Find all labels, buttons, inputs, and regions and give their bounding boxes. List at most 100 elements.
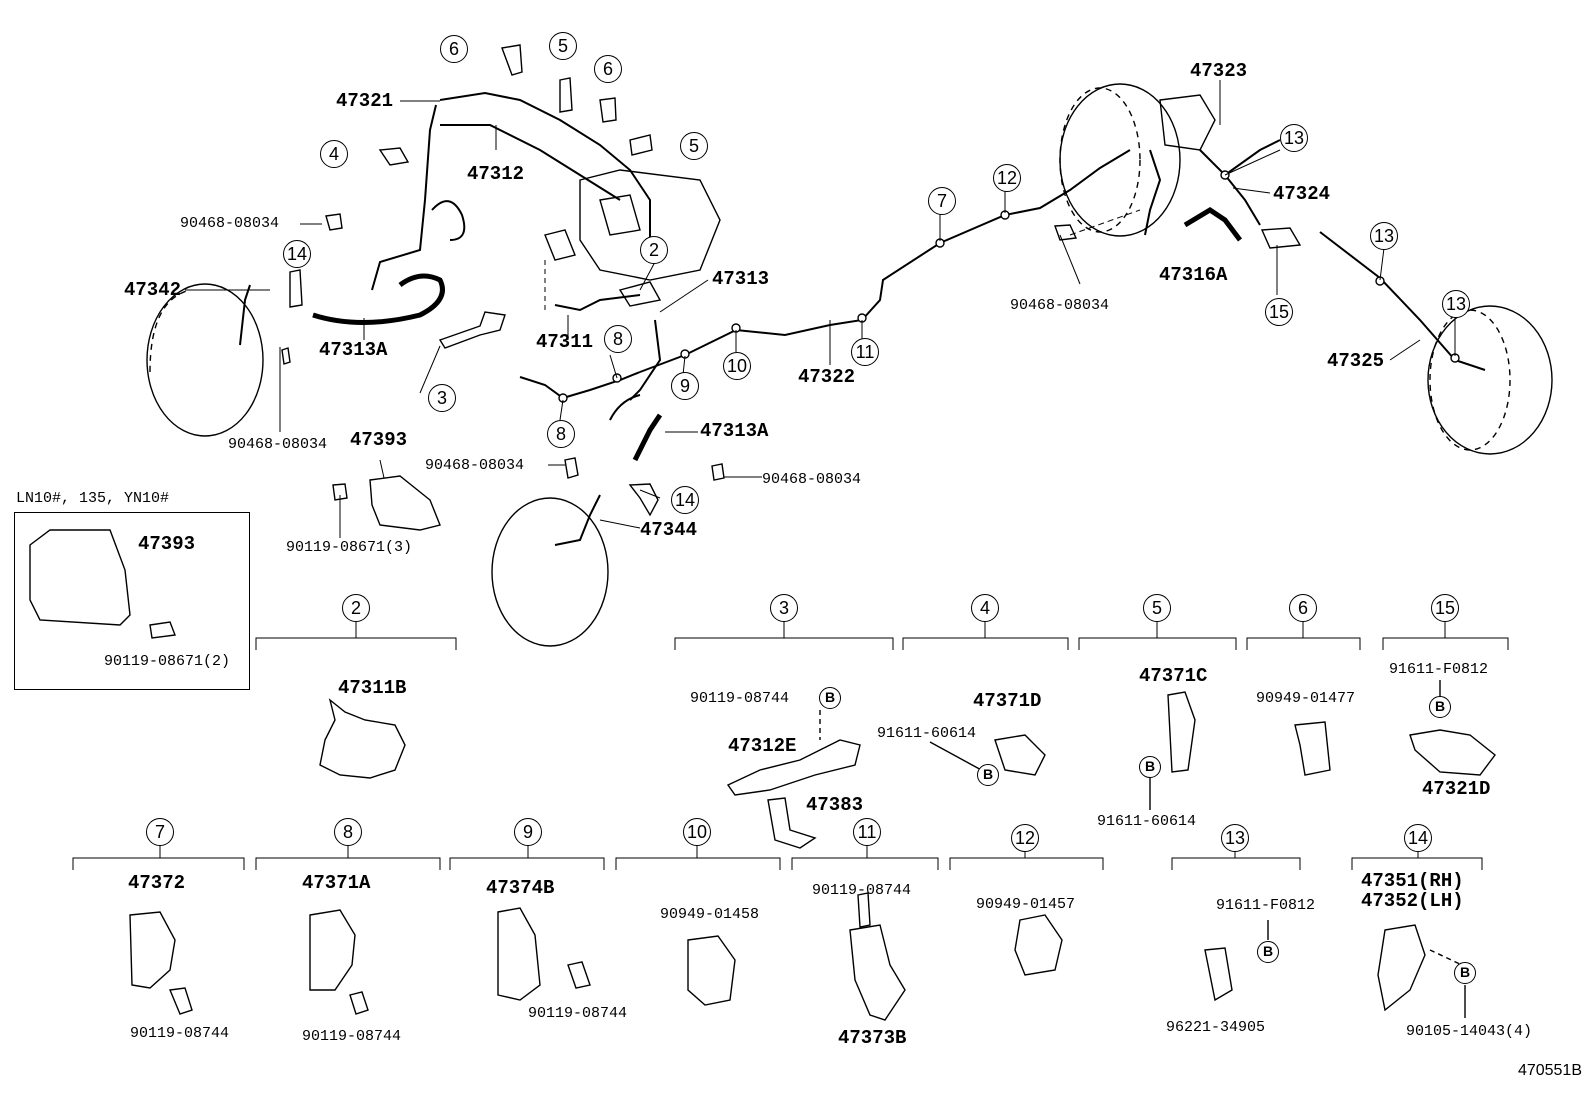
clip-points	[558, 170, 1460, 403]
part-47324: 47324	[1273, 183, 1331, 205]
group-callout-6: 6	[1289, 594, 1317, 622]
bolt-marker-15: B	[1429, 696, 1451, 718]
part-47383: 47383	[806, 794, 864, 816]
part-47313A-lower: 47313A	[700, 420, 769, 442]
callout-5-b: 5	[680, 132, 708, 160]
group-callout-10: 10	[683, 818, 711, 846]
callout-7-a: 7	[928, 187, 956, 215]
group-callout-2: 2	[342, 594, 370, 622]
group-callout-8: 8	[334, 818, 362, 846]
callout-8-b: 8	[547, 420, 575, 448]
part-90949-01457: 90949-01457	[976, 896, 1076, 913]
part-47351-rh: 47351(RH)	[1361, 870, 1464, 892]
callout-4-a: 4	[320, 140, 348, 168]
callout-13-b: 13	[1370, 222, 1398, 250]
group-callout-14: 14	[1404, 824, 1432, 852]
group-callout-5: 5	[1143, 594, 1171, 622]
part-91611-60614-g4: 91611-60614	[877, 725, 977, 742]
callout-12-a: 12	[993, 164, 1021, 192]
figure-id: 470551B	[1517, 1062, 1582, 1079]
part-96221-34905: 96221-34905	[1166, 1019, 1266, 1036]
callout-6-b: 6	[594, 55, 622, 83]
inset-box	[14, 512, 250, 690]
inset-title: LN10#, 135, YN10#	[16, 490, 170, 507]
part-47325: 47325	[1327, 350, 1385, 372]
callout-13-a: 13	[1280, 124, 1308, 152]
rear-left-drum	[1059, 83, 1181, 237]
callout-15-a: 15	[1265, 298, 1293, 326]
bolt-marker-5: B	[1139, 756, 1161, 778]
front-left-disc	[491, 497, 609, 647]
group-callout-15: 15	[1431, 594, 1459, 622]
part-47321: 47321	[336, 90, 394, 112]
bolt-marker-14: B	[1454, 962, 1476, 984]
part-91611-60614-g5: 91611-60614	[1097, 813, 1197, 830]
part-90119-08744-g9: 90119-08744	[528, 1005, 628, 1022]
inset-shield	[29, 529, 176, 639]
part-47373B: 47373B	[838, 1027, 907, 1049]
part-47371D: 47371D	[973, 690, 1042, 712]
callout-3-a: 3	[428, 384, 456, 412]
group-callout-7: 7	[146, 818, 174, 846]
part-47321D: 47321D	[1422, 778, 1491, 800]
part-90119-08744-g11: 90119-08744	[812, 882, 912, 899]
part-47371C: 47371C	[1139, 665, 1208, 687]
small-parts-top	[281, 44, 1302, 531]
group-callout-4: 4	[971, 594, 999, 622]
bolt-marker-13: B	[1257, 941, 1279, 963]
part-47316A: 47316A	[1159, 264, 1228, 286]
part-90105-14043-4: 90105-14043(4)	[1406, 1023, 1533, 1040]
group-callout-9: 9	[514, 818, 542, 846]
part-91611-F0812-g13: 91611-F0812	[1216, 897, 1316, 914]
part-47312E: 47312E	[728, 735, 797, 757]
master-cylinder	[544, 169, 721, 307]
part-47344: 47344	[640, 519, 698, 541]
callout-5-a: 5	[549, 32, 577, 60]
part-47374B: 47374B	[486, 877, 555, 899]
part-47322: 47322	[798, 366, 856, 388]
group-callout-3: 3	[770, 594, 798, 622]
part-90949-01458: 90949-01458	[660, 906, 760, 923]
part-90119-08744-g7: 90119-08744	[130, 1025, 230, 1042]
part-47313A-upper: 47313A	[319, 339, 388, 361]
part-90119-08671-3: 90119-08671(3)	[286, 539, 413, 556]
detail-parts	[129, 680, 1496, 1021]
callout-9-a: 9	[671, 372, 699, 400]
part-47393-upper: 47393	[350, 429, 408, 451]
part-47393-inset: 47393	[138, 533, 196, 555]
part-47311: 47311	[536, 331, 594, 353]
bolt-marker-4: B	[977, 764, 999, 786]
callout-6-a: 6	[440, 35, 468, 63]
callout-11-a: 11	[851, 338, 879, 366]
part-47313: 47313	[712, 268, 770, 290]
rear-right-drum	[1427, 305, 1553, 455]
brake-pipes	[239, 91, 1486, 546]
callout-10-a: 10	[723, 352, 751, 380]
part-90949-01477: 90949-01477	[1256, 690, 1356, 707]
part-90119-08744-g3: 90119-08744	[690, 690, 790, 707]
front-right-disc	[146, 283, 264, 437]
group-callout-12: 12	[1011, 824, 1039, 852]
part-47372: 47372	[128, 872, 186, 894]
group-callout-13: 13	[1221, 824, 1249, 852]
callout-13-c: 13	[1442, 290, 1470, 318]
part-91611-F0812-g15: 91611-F0812	[1389, 661, 1489, 678]
part-90119-08744-g8: 90119-08744	[302, 1028, 402, 1045]
part-47311B: 47311B	[338, 677, 407, 699]
part-90468-08034-e: 90468-08034	[1010, 297, 1110, 314]
callout-14-b: 14	[671, 486, 699, 514]
part-90468-08034-d: 90468-08034	[762, 471, 862, 488]
part-47323: 47323	[1190, 60, 1248, 82]
part-90468-08034-c: 90468-08034	[425, 457, 525, 474]
callout-2-a: 2	[640, 236, 668, 264]
part-90119-08671-2: 90119-08671(2)	[104, 653, 231, 670]
group-callout-11: 11	[853, 818, 881, 846]
callout-8-a: 8	[604, 325, 632, 353]
part-47371A: 47371A	[302, 872, 371, 894]
callout-14-a: 14	[283, 240, 311, 268]
bolt-marker-3: B	[819, 687, 841, 709]
part-90468-08034-b: 90468-08034	[228, 436, 328, 453]
part-90468-08034-a: 90468-08034	[180, 215, 280, 232]
part-47352-lh: 47352(LH)	[1361, 890, 1464, 912]
part-47312: 47312	[467, 163, 525, 185]
